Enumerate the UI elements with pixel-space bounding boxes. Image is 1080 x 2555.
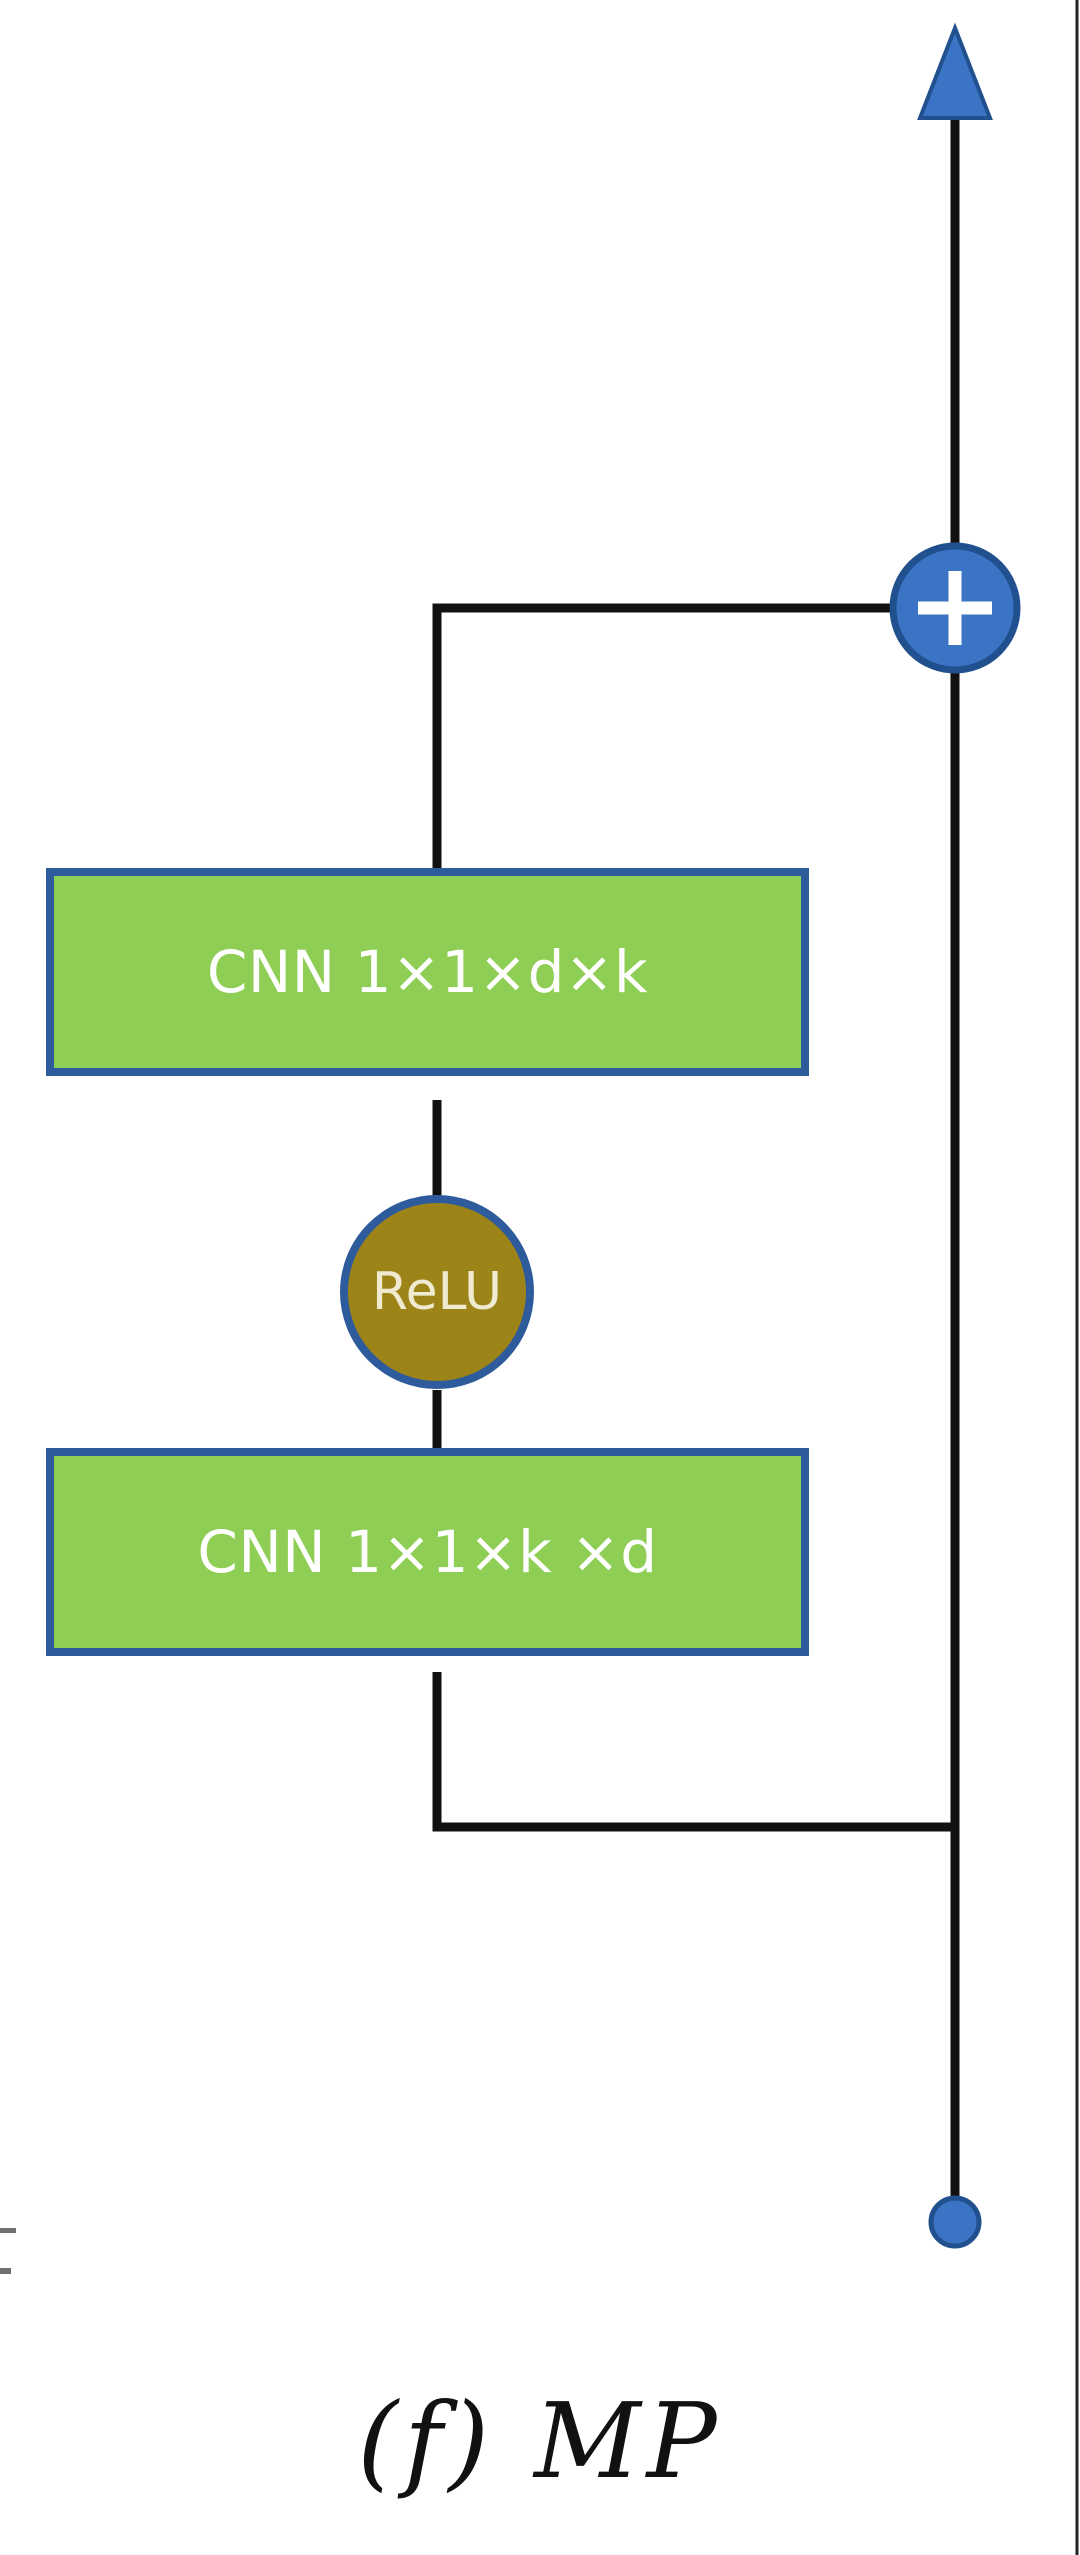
cnn-top-box	[46, 868, 809, 1076]
output-arrow-icon	[917, 22, 993, 120]
cnn-bottom-box	[46, 1448, 809, 1656]
figure-caption: (f) MP	[357, 2380, 723, 2502]
edge-input-to-cnn-bottom	[432, 1672, 955, 1832]
edge-crop-artifact-upper	[0, 2228, 16, 2233]
edge-cnn-top-to-add	[432, 603, 940, 875]
relu-circle	[340, 1195, 534, 1389]
input-dot-icon	[928, 2195, 982, 2249]
edge-crop-artifact-lower	[0, 2268, 11, 2274]
